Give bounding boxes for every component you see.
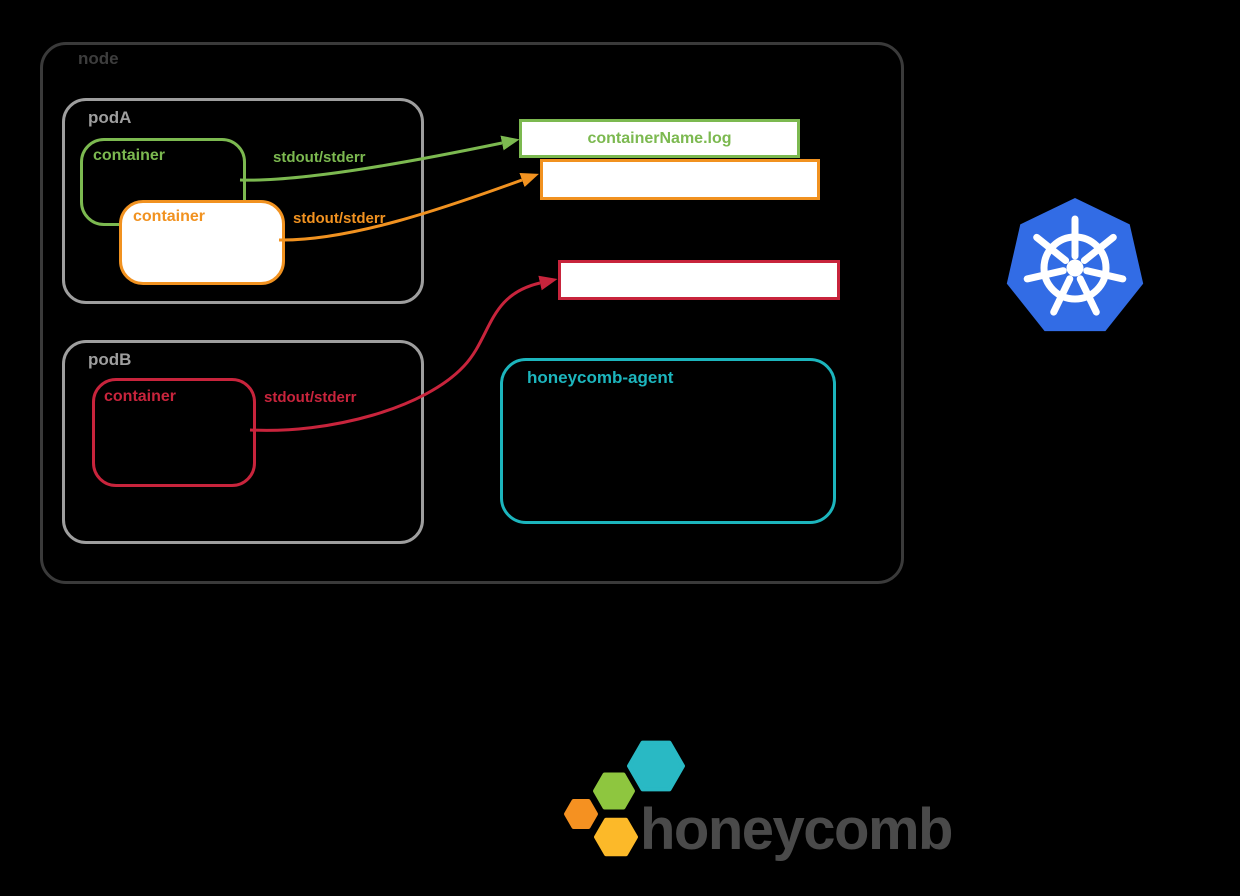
container-orange-label: container xyxy=(133,208,206,225)
honeycomb-agent-label: honeycomb-agent xyxy=(527,368,674,387)
stdout-stderr-label-red: stdout/stderr xyxy=(264,389,357,406)
logfile-red-box xyxy=(558,260,840,300)
kubernetes-wheel-hub xyxy=(1066,259,1084,277)
container-red-label: container xyxy=(104,388,177,405)
logfile-green-box: containerName.log xyxy=(519,119,800,158)
logfile-green-label: containerName.log xyxy=(587,129,732,147)
honeycomb-agent-box xyxy=(500,358,836,524)
kubernetes-logo-icon xyxy=(1006,198,1144,332)
honeycomb-hex-yellow xyxy=(594,817,638,857)
logfile-orange-box xyxy=(540,159,820,200)
node-label: node xyxy=(78,49,119,68)
node-box xyxy=(40,42,904,584)
container-red-box xyxy=(92,378,256,487)
podA-label: podA xyxy=(88,108,132,127)
stdout-stderr-label-green: stdout/stderr xyxy=(273,149,366,166)
honeycomb-wordmark: honeycomb xyxy=(640,797,954,862)
container-green-label: container xyxy=(93,147,166,164)
kubernetes-helm-wheel xyxy=(1023,215,1127,316)
podB-label: podB xyxy=(88,350,132,369)
podB-box xyxy=(62,340,424,544)
honeycomb-hexagons-icon xyxy=(564,740,685,857)
honeycomb-hex-orange xyxy=(564,799,598,829)
stdout-stderr-label-orange: stdout/stderr xyxy=(293,210,386,227)
container-orange-box xyxy=(119,200,285,285)
honeycomb-hex-teal xyxy=(627,740,685,792)
honeycomb-hex-green xyxy=(593,772,635,810)
